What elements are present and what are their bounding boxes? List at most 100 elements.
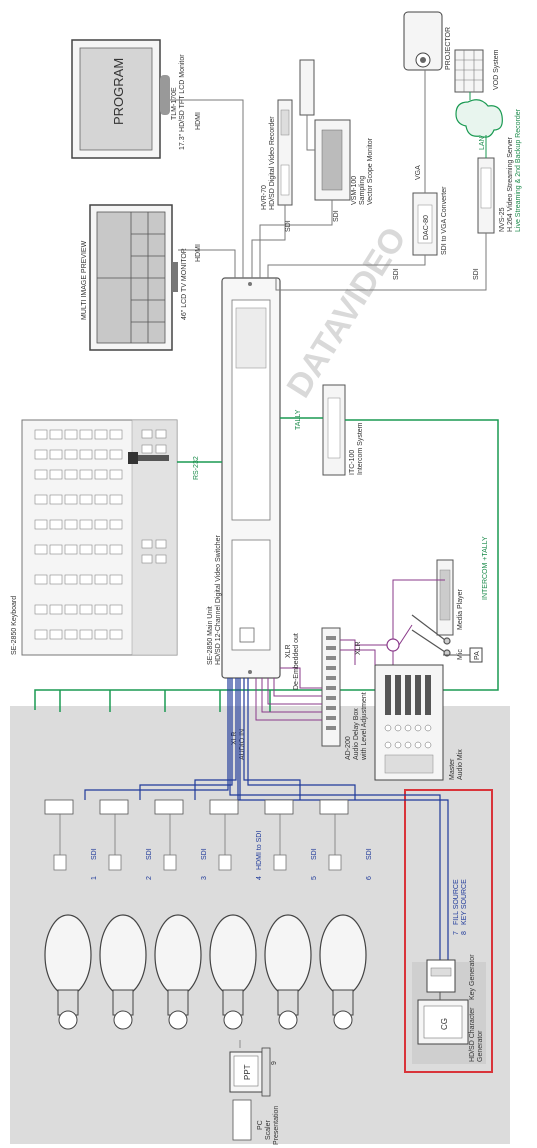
audio-in-label: AUDIO IN bbox=[239, 729, 246, 760]
hvr-label-1: HVR-70 bbox=[261, 185, 268, 210]
media-player bbox=[436, 559, 454, 636]
projector bbox=[403, 11, 443, 71]
dac-label-2: SDI to VGA Converter bbox=[441, 186, 448, 255]
camera-4 bbox=[209, 799, 257, 1030]
vsm-label-3: Vector Scope Monitor bbox=[367, 137, 374, 205]
xlr-label-in: XLR bbox=[231, 731, 238, 745]
vga-label: VGA bbox=[415, 165, 422, 180]
vsm-label-2: Sampling bbox=[359, 176, 366, 205]
ppt-note-1: PC bbox=[257, 1120, 264, 1130]
rs232-label: RS-232 bbox=[193, 456, 200, 480]
camera-5 bbox=[264, 799, 312, 1030]
mic-label: Mic bbox=[457, 649, 464, 660]
ad-label-3: with Level Adjustment bbox=[361, 692, 368, 761]
dac-label-1: DAC-80 bbox=[423, 215, 430, 240]
program-monitor bbox=[71, 39, 170, 159]
cg-computer bbox=[417, 999, 469, 1045]
cam-3-number: 3 bbox=[201, 876, 208, 880]
cam-1-sdi: SDI bbox=[91, 848, 98, 860]
tlm-label-1: TLM-170E bbox=[171, 87, 178, 120]
watermark: DATAVIDEO bbox=[280, 221, 414, 405]
camera-row bbox=[44, 799, 367, 1030]
main-unit-label-1: SE-2850 Main Unit bbox=[207, 606, 214, 665]
cg-label-3: Generator bbox=[477, 1030, 484, 1062]
sdi-label-hvr: SDI bbox=[285, 220, 292, 232]
xlr-label-de: XLR bbox=[285, 644, 292, 658]
hvr-label-2: HD/SD Digital Video Recorder bbox=[269, 116, 276, 210]
master-mix-label-1: Master bbox=[449, 758, 456, 780]
ppt-note-3: Presentation bbox=[273, 1106, 280, 1145]
nvs-label-3: Live Streaming & 2nd Backup Recorder bbox=[515, 108, 522, 232]
cg-zone bbox=[404, 789, 493, 1073]
vod-system bbox=[454, 49, 484, 93]
cam-2-number: 2 bbox=[146, 876, 153, 880]
program-label: PROGRAM bbox=[111, 58, 126, 125]
key-generator bbox=[426, 959, 456, 993]
vod-label: VOD System bbox=[493, 49, 500, 90]
ppt-note-2: Scaler bbox=[265, 1119, 272, 1140]
lcd-monitor-label: 46" LCD TV MONITOR bbox=[181, 248, 188, 320]
hvr-recorder bbox=[277, 99, 293, 206]
vsm-monitor bbox=[299, 59, 351, 201]
main-unit-label-2: HD/SD 12-Channel Digital Video Switcher bbox=[215, 535, 222, 665]
key-generator-label: Key Generator bbox=[469, 954, 476, 1000]
sdi-label-vsm: SDI bbox=[333, 210, 340, 222]
input-7-number: 7 bbox=[453, 931, 460, 935]
audio-lines bbox=[354, 579, 445, 665]
ad-label-1: AD-200 bbox=[345, 736, 352, 760]
cam-3-sdi: SDI bbox=[201, 848, 208, 860]
tlm-label-2: 17.3" HD/SD TFT LCD Monitor bbox=[179, 54, 186, 150]
camera-1 bbox=[44, 799, 92, 1030]
intercom-tally-label: INTERCOM +TALLY bbox=[482, 536, 489, 600]
ad-label-2: Audio Delay Box bbox=[353, 708, 360, 760]
output-lines bbox=[170, 70, 487, 291]
ppt-label: PPT bbox=[243, 1064, 252, 1080]
multi-preview-label: MULTI IMAGE PREVIEW bbox=[81, 240, 88, 320]
cam-4-number: 4 bbox=[256, 876, 263, 880]
projector-label: PROJECTOR bbox=[445, 27, 452, 70]
cg-label: CG bbox=[440, 1018, 449, 1030]
cg-label-2: HD/SD Character bbox=[469, 1007, 476, 1062]
itc-intercom bbox=[322, 384, 346, 476]
nvs-label-2: H.264 Video Streaming Server bbox=[507, 137, 514, 232]
lan-label: LAN bbox=[479, 136, 486, 150]
keyboard-device bbox=[21, 419, 178, 656]
hdmi-label-preview: HDMI bbox=[195, 244, 202, 262]
audio-feed-lines bbox=[255, 667, 322, 721]
camera-input-lines bbox=[84, 678, 449, 960]
pa-label: PA bbox=[474, 651, 481, 660]
cam-5-sdi: SDI bbox=[311, 848, 318, 860]
audio-junction bbox=[386, 638, 400, 652]
cam-2-sdi: SDI bbox=[146, 848, 153, 860]
keyboard-label: SE-2850 Keyboard bbox=[11, 596, 18, 655]
nvs-server bbox=[477, 157, 495, 234]
ppt-scaler bbox=[232, 1099, 252, 1141]
sdi-label-dac: SDI bbox=[393, 268, 400, 280]
itc-label-2: Intercom System bbox=[357, 422, 364, 475]
cam-5-number: 5 bbox=[311, 876, 318, 880]
camera-6 bbox=[319, 799, 367, 1030]
audio-mixer bbox=[374, 664, 444, 781]
master-mix-label-2: Audio Mix bbox=[457, 749, 464, 780]
input-8-number: 8 bbox=[461, 931, 468, 935]
hdmi-label-program: HDMI bbox=[195, 112, 202, 130]
cam-4-hdmi-sdi: HDMI to SDI bbox=[256, 831, 263, 870]
ad-delay-box bbox=[321, 627, 341, 747]
tally-label: TALLY bbox=[295, 409, 302, 430]
multi-preview-monitor bbox=[89, 204, 178, 351]
media-player-label: Media Player bbox=[457, 588, 464, 630]
cam-1-number: 1 bbox=[91, 876, 98, 880]
fill-source-label: FILL SOURCE bbox=[453, 879, 460, 925]
ppt-input-number: 9 bbox=[271, 1061, 278, 1065]
ppt-laptop bbox=[229, 1047, 271, 1097]
cam-6-sdi: SDI bbox=[366, 848, 373, 860]
camera-2 bbox=[99, 799, 147, 1030]
sdi-label-nvs: SDI bbox=[473, 268, 480, 280]
itc-label-1: ITC-100 bbox=[349, 450, 356, 475]
cam-6-number: 6 bbox=[366, 876, 373, 880]
nvs-label-1: NVS-25 bbox=[499, 207, 506, 232]
cloud-icon bbox=[455, 99, 503, 138]
vsm-label-1: VSM-100 bbox=[351, 176, 358, 205]
camera-3 bbox=[154, 799, 202, 1030]
